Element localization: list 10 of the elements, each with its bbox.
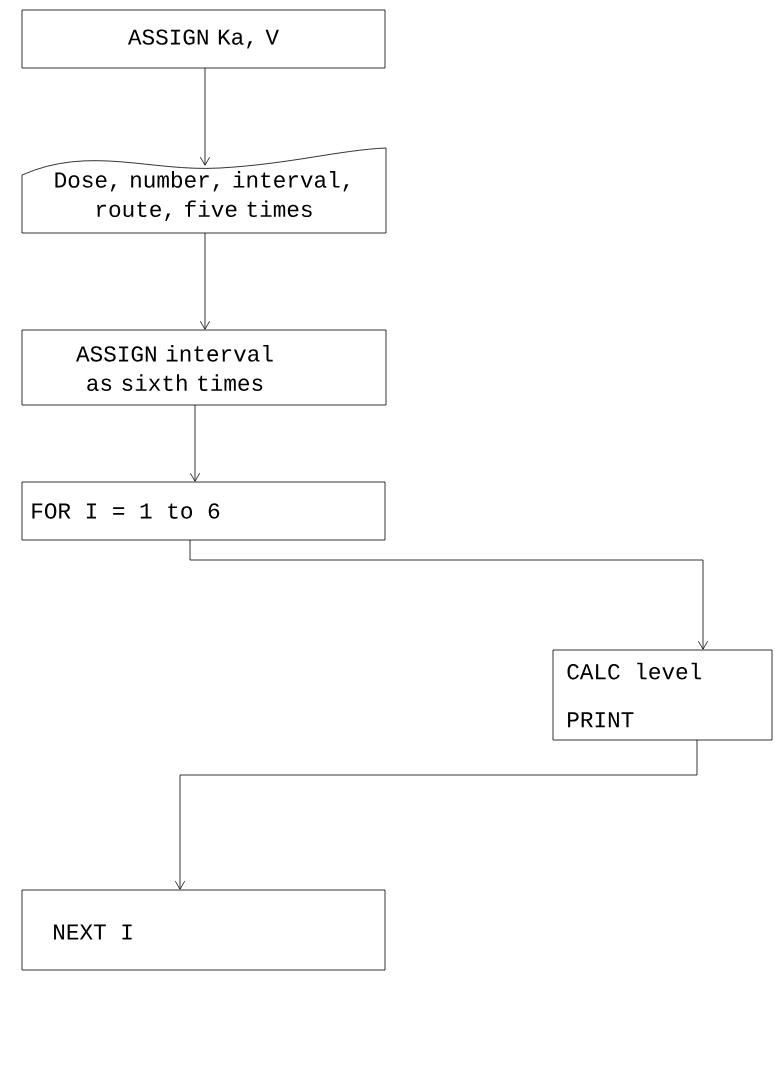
arrow (199, 232, 211, 330)
process-box: FOR I = 1 to 6 (21, 481, 386, 541)
process-box: ASSIGN interval as sixth times (21, 329, 387, 406)
process-box: ASSIGN Ka, V (21, 9, 386, 69)
arrow (174, 739, 698, 890)
arrow (189, 539, 709, 650)
arrow (199, 67, 211, 166)
process-box: CALC level PRINT (552, 649, 773, 741)
arrow (189, 404, 201, 482)
process-box: NEXT I (21, 889, 386, 971)
